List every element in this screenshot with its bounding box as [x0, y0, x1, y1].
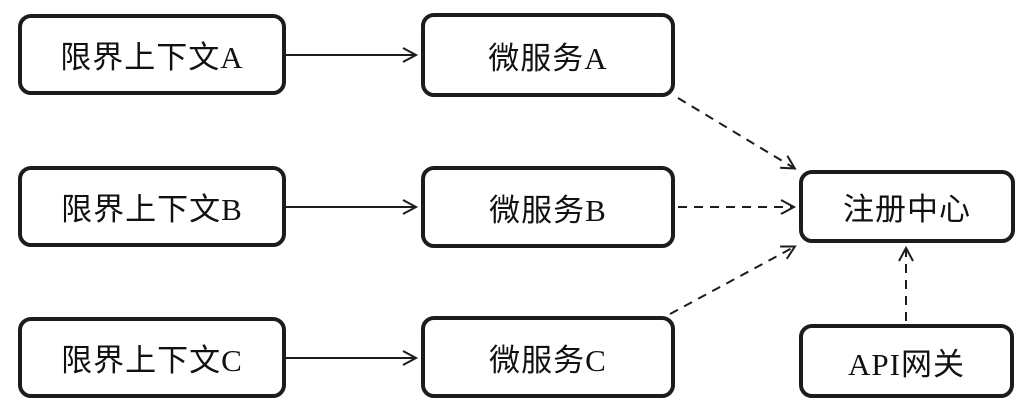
node-bounded-context-b: 限界上下文B: [18, 166, 286, 247]
node-microservice-b: 微服务B: [421, 166, 675, 248]
edge-microservice-a-to-registry-center: [677, 97, 797, 170]
node-bounded-context-c: 限界上下文C: [18, 317, 286, 398]
node-registry-center: 注册中心: [799, 170, 1015, 243]
node-microservice-a-label: 微服务A: [488, 40, 608, 76]
node-api-gateway: API网关: [799, 324, 1014, 398]
node-microservice-c-label: 微服务C: [489, 342, 607, 378]
node-registry-center-label: 注册中心: [843, 192, 971, 227]
node-bounded-context-a: 限界上下文A: [18, 14, 286, 95]
node-bounded-context-c-label: 限界上下文C: [61, 343, 243, 378]
node-bounded-context-b-label: 限界上下文B: [61, 192, 243, 227]
edge-microservice-c-to-registry-center: [669, 245, 797, 315]
node-api-gateway-label: API网关: [848, 346, 965, 382]
node-microservice-a: 微服务A: [421, 13, 675, 97]
node-microservice-c: 微服务C: [421, 316, 675, 398]
node-bounded-context-a-label: 限界上下文A: [60, 40, 244, 75]
node-microservice-b-label: 微服务B: [489, 192, 607, 228]
